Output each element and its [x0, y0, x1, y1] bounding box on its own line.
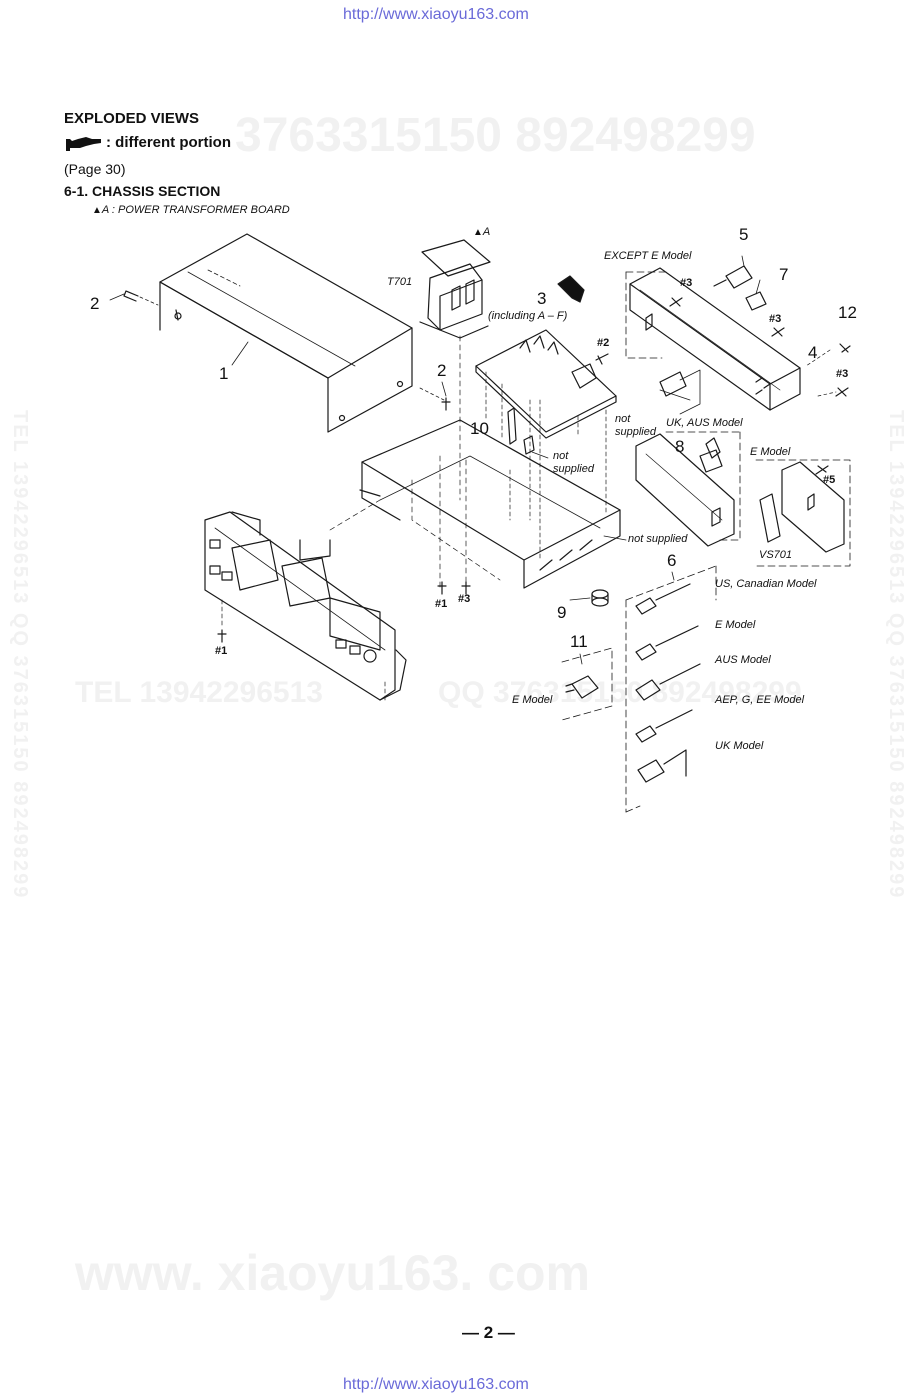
- main-circuit-board: [475, 329, 617, 521]
- arrow-pointer-icon: [557, 275, 585, 303]
- front-panel: [204, 499, 407, 703]
- foot: [591, 589, 609, 607]
- part-number-4: 4: [808, 343, 818, 362]
- screw-3-lower: [835, 387, 849, 397]
- screw-2-board: [595, 353, 609, 365]
- watermark-numbers: 3763315150 892498299: [235, 109, 756, 162]
- label-e-model-plug: E Model: [512, 694, 553, 706]
- screw-label-1-base: #1: [435, 598, 448, 610]
- part-number-2-right: 2: [437, 361, 447, 380]
- screw-label-1-front: #1: [215, 645, 228, 657]
- label-not-supplied-1: not supplied: [615, 413, 656, 438]
- power-inlet: [713, 255, 753, 289]
- part-number-10: 10: [470, 419, 489, 438]
- e-model-panel: [755, 459, 851, 567]
- watermark-site: www. xiaoyu163. com: [75, 1245, 591, 1301]
- label-aus-model: AUS Model: [715, 654, 771, 666]
- label-us-canadian: US, Canadian Model: [715, 578, 817, 590]
- watermark-qq: QQ 376315150 892498299: [438, 676, 802, 709]
- page-number: — 2 —: [462, 1323, 515, 1342]
- except-e-bracket: [625, 271, 663, 359]
- section-title: 6-1. CHASSIS SECTION: [64, 183, 221, 199]
- board-note: ▲A : POWER TRANSFORMER BOARD: [92, 204, 290, 216]
- legend-text: : different portion: [106, 134, 231, 151]
- label-t701: T701: [387, 276, 413, 288]
- label-not-supplied-2: not supplied: [553, 450, 594, 475]
- label-a-marker-text: A: [482, 226, 491, 238]
- label-uk-model: UK Model: [715, 740, 764, 752]
- part-8: [705, 437, 721, 459]
- plug-adapter: [561, 647, 613, 721]
- watermark-tel: TEL 13942296513: [75, 676, 323, 709]
- page-reference: (Page 30): [64, 161, 126, 177]
- label-e-model-cord: E Model: [715, 619, 756, 631]
- footer-url[interactable]: http://www.xiaoyu163.com: [343, 1376, 529, 1393]
- screw-3-mid: [771, 327, 785, 337]
- label-except-e: EXCEPT E Model: [604, 250, 692, 262]
- triangle-icon: ▲: [473, 227, 483, 238]
- watermark-left-vertical: TEL 13942296513 QQ 376315150 892498299: [9, 410, 31, 900]
- screw-label-3-left: #3: [680, 277, 693, 289]
- screw-label-3-right: #3: [836, 368, 849, 380]
- uk-aus-panel: [635, 431, 741, 547]
- cord-bushing: [745, 279, 767, 311]
- label-e-model-top: E Model: [750, 446, 791, 458]
- label-vs701: VS701: [759, 549, 793, 561]
- label-a-marker: ▲A: [473, 226, 490, 238]
- part-number-3: 3: [537, 289, 547, 308]
- top-cover: [159, 233, 413, 433]
- part-number-9: 9: [557, 603, 567, 622]
- screw-2-right: [419, 387, 451, 411]
- part-number-6: 6: [667, 551, 677, 570]
- board-note-text: A : POWER TRANSFORMER BOARD: [101, 204, 290, 216]
- triangle-icon: ▲: [92, 205, 102, 216]
- label-not-supplied-3: not supplied: [628, 533, 688, 545]
- part-number-5: 5: [739, 225, 749, 244]
- part-number-1: 1: [219, 364, 229, 383]
- page-title: EXPLODED VIEWS: [64, 110, 200, 127]
- screw-label-3-mid: #3: [769, 313, 782, 325]
- transformer-t701: [419, 239, 491, 501]
- part-number-12: 12: [838, 303, 857, 322]
- screw-label-2-board: #2: [597, 337, 610, 349]
- part-number-11: 11: [570, 632, 588, 651]
- screw-3-left: [669, 297, 683, 307]
- label-including: (including A – F): [488, 310, 568, 322]
- part-10: [507, 407, 549, 459]
- power-cords: [625, 565, 717, 813]
- label-uk-aus: UK, AUS Model: [666, 417, 743, 429]
- screw-label-3-base: #3: [458, 593, 471, 605]
- screw-label-5: #5: [823, 474, 836, 486]
- part-number-8: 8: [675, 437, 685, 456]
- label-aep: AEP, G, EE Model: [715, 694, 805, 706]
- part-number-2-left: 2: [90, 294, 100, 313]
- watermark-right-vertical: TEL 13942296513 QQ 376315150 892498299: [885, 410, 907, 900]
- chassis-base: [359, 399, 621, 591]
- header-url[interactable]: http://www.xiaoyu163.com: [343, 6, 529, 23]
- part-number-7: 7: [779, 265, 789, 284]
- screw-2-left: [123, 290, 159, 306]
- screws-1: [217, 581, 471, 643]
- back-panel: [629, 267, 801, 415]
- screw-12: [839, 343, 851, 353]
